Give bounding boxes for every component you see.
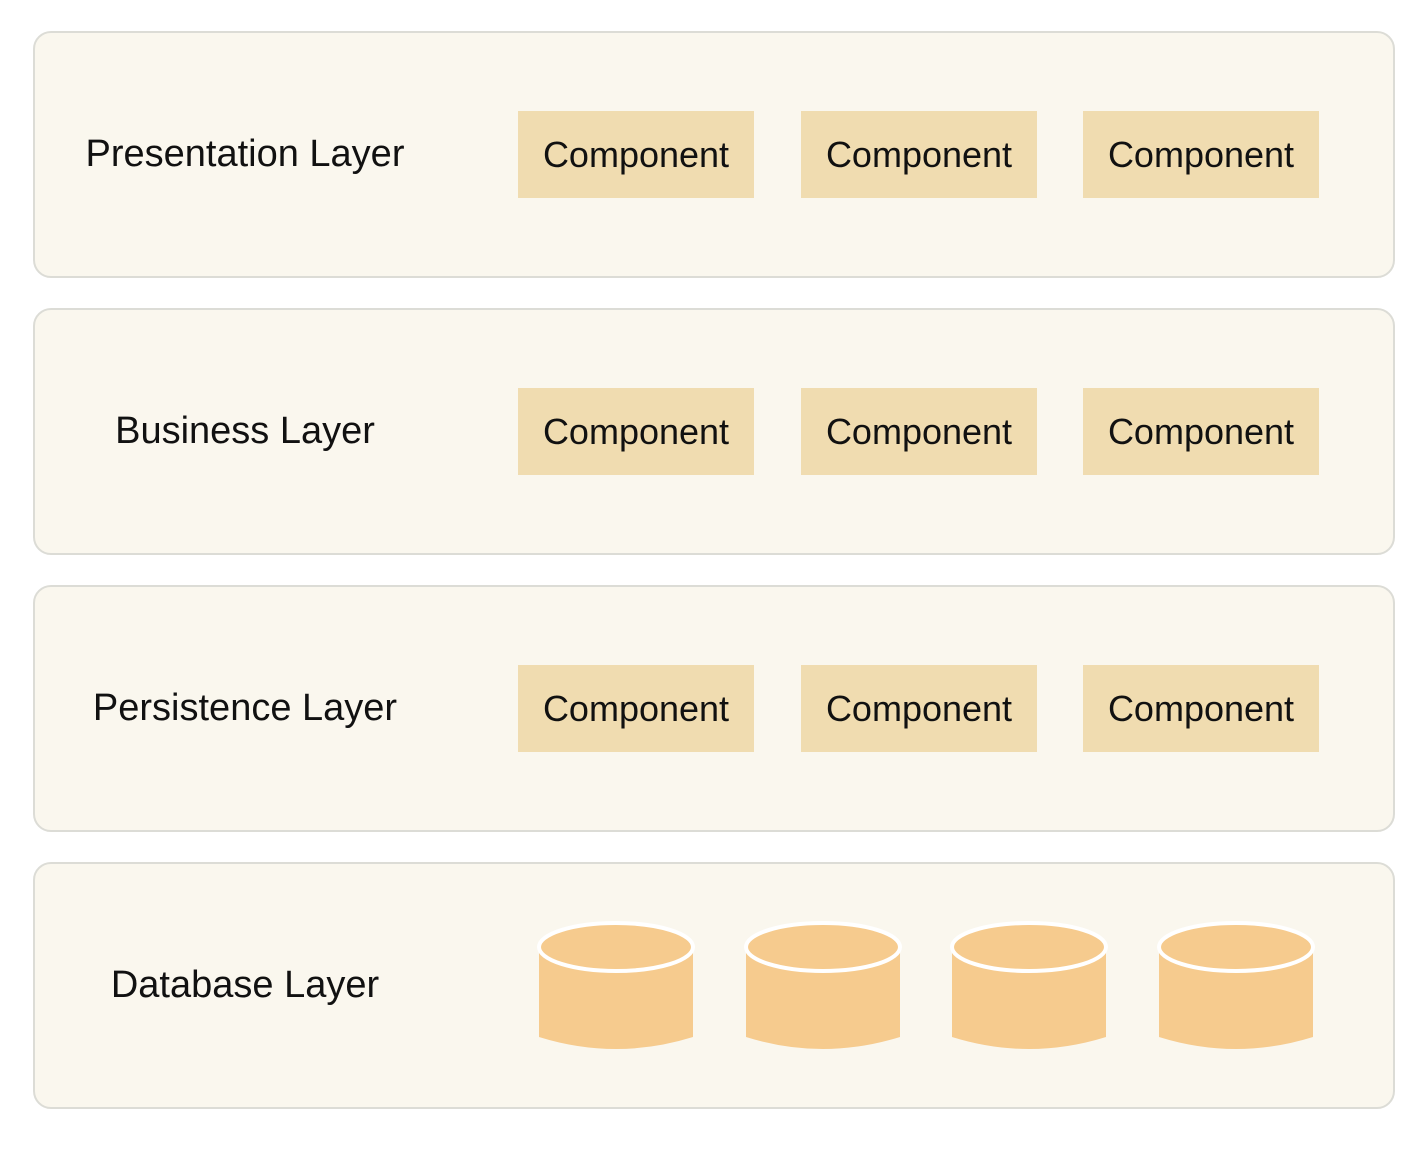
component-box: Component [1083, 388, 1319, 475]
database-icon [1157, 921, 1315, 1049]
database-icon [950, 921, 1108, 1049]
layer-label: Business Layer [115, 410, 375, 452]
database-layer: Database Layer [33, 862, 1395, 1109]
component-box: Component [1083, 665, 1319, 752]
layer-label: Database Layer [110, 964, 380, 1006]
component-box: Component [518, 665, 754, 752]
layer-label: Presentation Layer [85, 133, 405, 175]
business-layer: Business Layer Component Component Compo… [33, 308, 1395, 555]
presentation-layer: Presentation Layer Component Component C… [33, 31, 1395, 278]
database-icon [744, 921, 902, 1049]
component-box: Component [801, 388, 1037, 475]
persistence-layer: Persistence Layer Component Component Co… [33, 585, 1395, 832]
database-icon [537, 921, 695, 1049]
component-box: Component [801, 111, 1037, 198]
component-box: Component [518, 111, 754, 198]
component-box: Component [1083, 111, 1319, 198]
layer-label: Persistence Layer [92, 687, 398, 729]
component-box: Component [801, 665, 1037, 752]
component-box: Component [518, 388, 754, 475]
